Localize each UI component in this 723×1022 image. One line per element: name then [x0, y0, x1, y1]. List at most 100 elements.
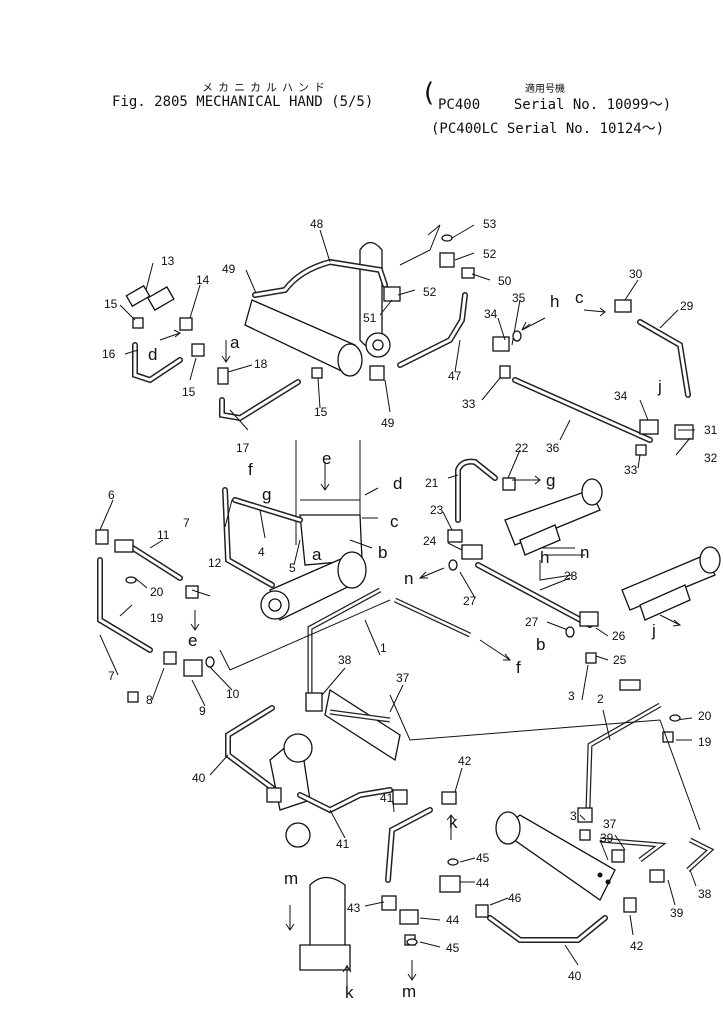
callout-52a: 52 — [483, 247, 497, 261]
callout-35: 35 — [512, 291, 526, 305]
open-paren: ( — [424, 78, 435, 108]
ref-letter-m2: m — [402, 982, 416, 1001]
callout-43: 43 — [347, 901, 361, 915]
ref-letter-c1: c — [575, 288, 584, 307]
callout-46: 46 — [508, 891, 522, 905]
upper-cylinder — [244, 241, 391, 377]
callout-12: 12 — [208, 556, 222, 570]
ref-letter-h2: h — [540, 548, 549, 567]
callout-3b: 3 — [570, 809, 577, 823]
callout-19a: 19 — [150, 611, 164, 625]
callout-38a: 38 — [338, 653, 352, 667]
ref-letter-m1: m — [284, 869, 298, 888]
callout-17: 17 — [236, 441, 250, 455]
callout-50: 50 — [498, 274, 512, 288]
callout-18: 18 — [254, 357, 268, 371]
ref-letter-j1: j — [657, 377, 662, 396]
callout-31: 31 — [704, 423, 718, 437]
callout-48: 48 — [310, 217, 324, 231]
callout-15c: 15 — [314, 405, 328, 419]
ref-letter-n2: n — [580, 543, 589, 562]
callout-41a: 41 — [336, 837, 350, 851]
callout-37a: 37 — [396, 671, 410, 685]
callout-10: 10 — [226, 687, 240, 701]
callout-9: 9 — [199, 704, 206, 718]
callout-41b: 41 — [380, 791, 394, 805]
lower-right-cylinder — [495, 811, 616, 901]
callout-7b: 7 — [108, 669, 115, 683]
ref-letter-k3: k — [345, 983, 354, 1002]
callout-5: 5 — [289, 561, 296, 575]
callout-15b: 15 — [182, 385, 196, 399]
callout-1: 1 — [380, 641, 387, 655]
title-kana: メカニカルハンド — [202, 81, 330, 94]
callout-2: 2 — [597, 692, 604, 706]
callout-8: 8 — [146, 693, 153, 707]
model-line-2: (PC400LC Serial No. 10124～) — [431, 121, 665, 137]
callout-53: 53 — [483, 217, 497, 231]
callout-labels: 1 2 3 3 4 5 6 7 7 8 9 10 11 12 13 14 15 … — [102, 217, 718, 983]
callout-51: 51 — [363, 311, 377, 325]
model-line-1: PC400 Serial No. 10099～) — [438, 97, 672, 113]
fittings — [95, 252, 694, 946]
ref-letter-j2: j — [651, 621, 656, 640]
callout-49a: 49 — [222, 262, 236, 276]
ref-letter-c2: c — [390, 512, 399, 531]
rigid-pipes — [307, 587, 715, 872]
ref-letter-a2: a — [312, 545, 322, 564]
callout-32: 32 — [704, 451, 718, 465]
callout-34b: 34 — [614, 389, 628, 403]
callout-28: 28 — [564, 569, 578, 583]
bottom-bracket — [299, 876, 351, 971]
callout-33b: 33 — [624, 463, 638, 477]
ref-letter-f1: f — [248, 460, 253, 479]
callout-45a: 45 — [476, 851, 490, 865]
callout-45b: 45 — [446, 941, 460, 955]
callout-34a: 34 — [484, 307, 498, 321]
callout-44b: 44 — [446, 913, 460, 927]
callout-25: 25 — [613, 653, 627, 667]
callout-30: 30 — [629, 267, 643, 281]
ref-letter-g1: g — [262, 485, 271, 504]
callout-42a: 42 — [458, 754, 472, 768]
ref-letter-k1: k — [449, 813, 458, 832]
applicable-label: 適用号機 — [525, 84, 565, 95]
ref-letter-a1: a — [230, 333, 240, 352]
ref-letter-h1: h — [550, 292, 559, 311]
callout-16: 16 — [102, 347, 116, 361]
callout-27b: 27 — [525, 615, 539, 629]
callout-20a: 20 — [150, 585, 164, 599]
callout-49b: 49 — [381, 416, 395, 430]
hoses — [97, 258, 691, 943]
callout-27a: 27 — [463, 594, 477, 608]
ref-letter-b2: b — [536, 635, 545, 654]
callout-33a: 33 — [462, 397, 476, 411]
callout-6: 6 — [108, 488, 115, 502]
callout-40a: 40 — [192, 771, 206, 785]
ref-letter-f2: f — [516, 658, 521, 677]
callout-21: 21 — [425, 476, 439, 490]
callout-20b: 20 — [698, 709, 712, 723]
callout-23: 23 — [430, 503, 444, 517]
callout-37b: 37 — [603, 817, 617, 831]
callout-24: 24 — [423, 534, 437, 548]
callout-38b: 38 — [698, 887, 712, 901]
reference-letters: a a b b c c d d e e f f g g h h j j k k … — [148, 288, 662, 1002]
callout-14: 14 — [196, 273, 210, 287]
callout-15a: 15 — [104, 297, 118, 311]
callout-19b: 19 — [698, 735, 712, 749]
callout-44a: 44 — [476, 876, 490, 890]
callout-4: 4 — [258, 545, 265, 559]
ref-letter-d2: d — [393, 474, 402, 493]
callout-40b: 40 — [568, 969, 582, 983]
callout-22: 22 — [515, 441, 529, 455]
leader-lines — [99, 224, 697, 966]
callout-3a: 3 — [568, 689, 575, 703]
right-cylinder-upper — [504, 478, 603, 556]
o-rings — [125, 234, 681, 946]
figure-title: Fig. 2805 MECHANICAL HAND (5/5) — [112, 94, 374, 110]
ref-letter-b1: b — [378, 543, 387, 562]
left-cylinder — [260, 551, 367, 621]
